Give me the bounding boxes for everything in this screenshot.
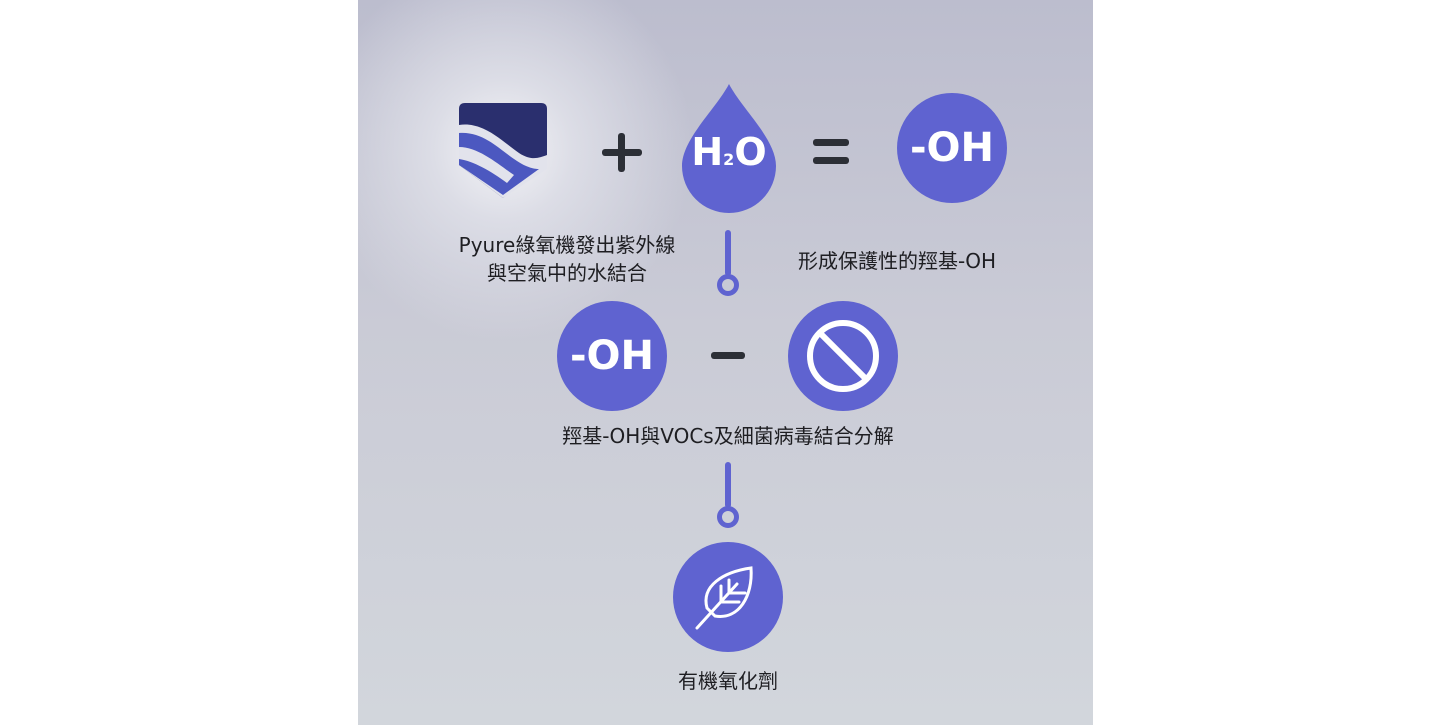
diagram-panel: H2O -OH Pyure綠氧機發出紫外線與空氣中的水結合 形成保護性的羥基-O… — [358, 0, 1093, 725]
caption-pyure-uv: Pyure綠氧機發出紫外線與空氣中的水結合 — [458, 233, 676, 285]
connector-line-2 — [725, 462, 731, 508]
leaf-circle — [673, 542, 783, 652]
minus-icon — [711, 352, 745, 359]
connector-node-2 — [717, 506, 739, 528]
leaf-icon — [695, 566, 753, 630]
caption-organic-oxidizer: 有機氧化劑 — [678, 669, 778, 693]
caption-hydroxyl-formed: 形成保護性的羥基-OH — [798, 249, 996, 273]
plus-icon-vertical — [618, 133, 625, 172]
water-drop-icon — [682, 84, 776, 213]
connector-node — [717, 274, 739, 296]
water-formula: H2O — [691, 130, 767, 174]
equals-icon-lower — [813, 157, 849, 164]
hydroxyl-result-circle: -OH — [897, 93, 1007, 203]
ban-circle — [788, 301, 898, 411]
pyure-logo-icon — [459, 103, 547, 198]
hydroxyl-circle: -OH — [557, 301, 667, 411]
caption-decompose: 羥基-OH與VOCs及細菌病毒結合分解 — [562, 424, 894, 448]
connector-line — [725, 230, 731, 276]
ban-icon — [807, 320, 879, 392]
equals-icon — [813, 139, 849, 146]
